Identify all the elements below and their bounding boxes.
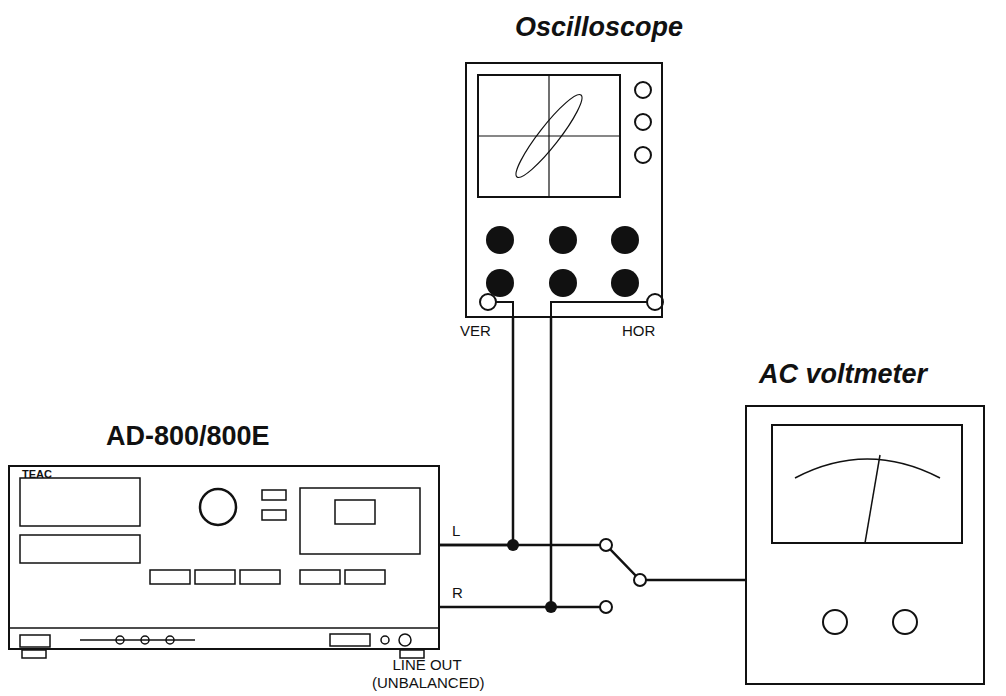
signal-wire [440, 318, 513, 545]
channel-label: L [452, 522, 460, 539]
switch-contact [600, 601, 612, 613]
scope-screen [478, 75, 620, 197]
oscilloscope-box: Oscilloscope [465, 62, 663, 318]
voltmeter-box: AC voltmeter [745, 405, 985, 685]
junction-dot [507, 539, 519, 551]
hor-terminal [647, 294, 663, 310]
device-title: AC voltmeter [759, 359, 927, 390]
brand-text: TEAC [22, 468, 52, 480]
lissajous-trace [509, 89, 589, 183]
switch-pole [634, 574, 646, 586]
meter-window [772, 425, 962, 543]
signal-wire [440, 545, 745, 580]
channel-label: R [452, 584, 463, 601]
output-label: LINE OUT (UNBALANCED) [372, 656, 482, 692]
tape-deck-box: AD-800/800E [8, 465, 440, 650]
signal-wire [440, 318, 551, 607]
switch-contact [600, 539, 612, 551]
device-title: AD-800/800E [106, 421, 270, 452]
ver-terminal [480, 294, 496, 310]
terminal-label: HOR [622, 322, 655, 339]
terminal-label: VER [460, 322, 491, 339]
device-title: Oscilloscope [515, 12, 683, 43]
meter-needle [865, 455, 880, 543]
